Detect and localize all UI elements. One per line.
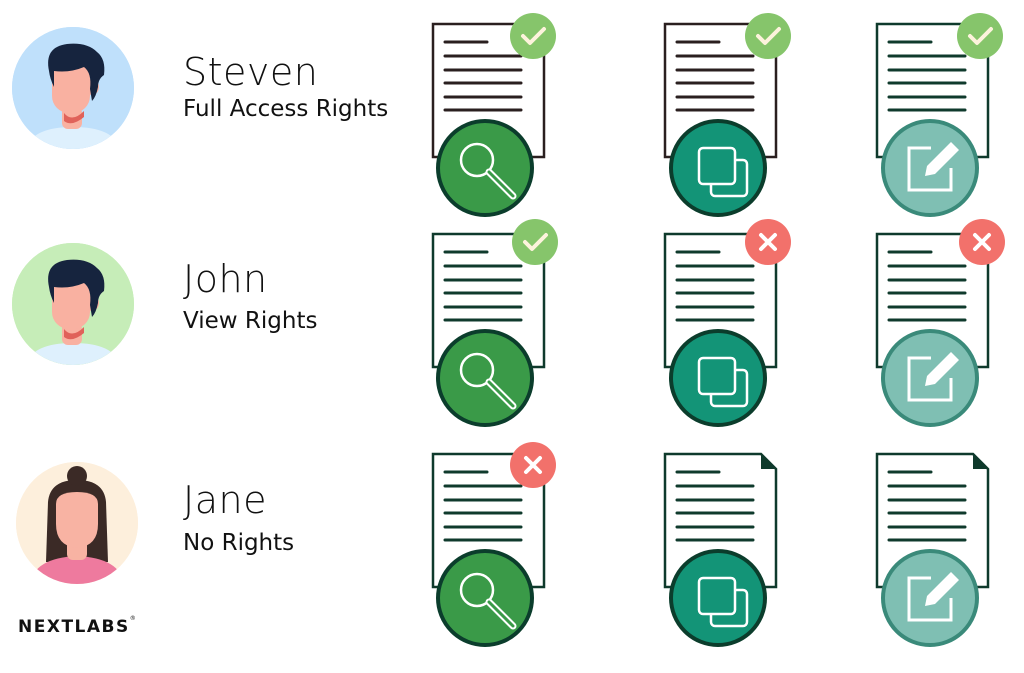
female-avatar-icon xyxy=(16,462,138,584)
check-badge-icon xyxy=(957,13,1003,59)
male-avatar-icon xyxy=(12,243,134,365)
avatar xyxy=(16,462,138,584)
user-name: Steven xyxy=(183,50,319,94)
user-name: Jane xyxy=(183,478,267,522)
permission-tile-jane-view[interactable] xyxy=(425,442,585,652)
check-badge-icon xyxy=(510,13,556,59)
check-badge-icon xyxy=(745,13,791,59)
user-role: No Rights xyxy=(183,530,295,556)
permission-tile-jane-copy[interactable] xyxy=(657,442,817,652)
logo-registered-mark: ® xyxy=(129,615,138,622)
permission-tile-steven-edit[interactable] xyxy=(869,12,1024,222)
permission-tile-john-view[interactable] xyxy=(425,219,585,432)
magnifier-icon xyxy=(436,329,534,427)
permission-tile-john-edit[interactable] xyxy=(869,219,1024,432)
permission-tile-jane-edit[interactable] xyxy=(869,442,1024,652)
avatar xyxy=(12,243,134,365)
permission-tile-steven-copy[interactable] xyxy=(657,12,817,222)
check-badge-icon xyxy=(512,219,558,265)
user-row-jane: Jane No Rights xyxy=(0,0,420,584)
magnifier-icon xyxy=(436,119,534,217)
nextlabs-logo: NEXTLABS® xyxy=(18,615,138,637)
permission-tile-john-copy[interactable] xyxy=(657,219,817,432)
user-row-steven: Steven Full Access Rights xyxy=(0,0,420,160)
male-avatar-icon xyxy=(12,27,134,149)
user-role: View Rights xyxy=(183,308,318,334)
logo-text: NEXTLABS xyxy=(18,617,130,637)
user-role: Full Access Rights xyxy=(183,96,389,122)
user-name: John xyxy=(183,257,268,301)
user-row-john: John View Rights xyxy=(0,0,420,365)
avatar xyxy=(12,27,134,149)
magnifier-icon xyxy=(436,549,534,647)
permission-tile-steven-view[interactable] xyxy=(425,12,585,222)
